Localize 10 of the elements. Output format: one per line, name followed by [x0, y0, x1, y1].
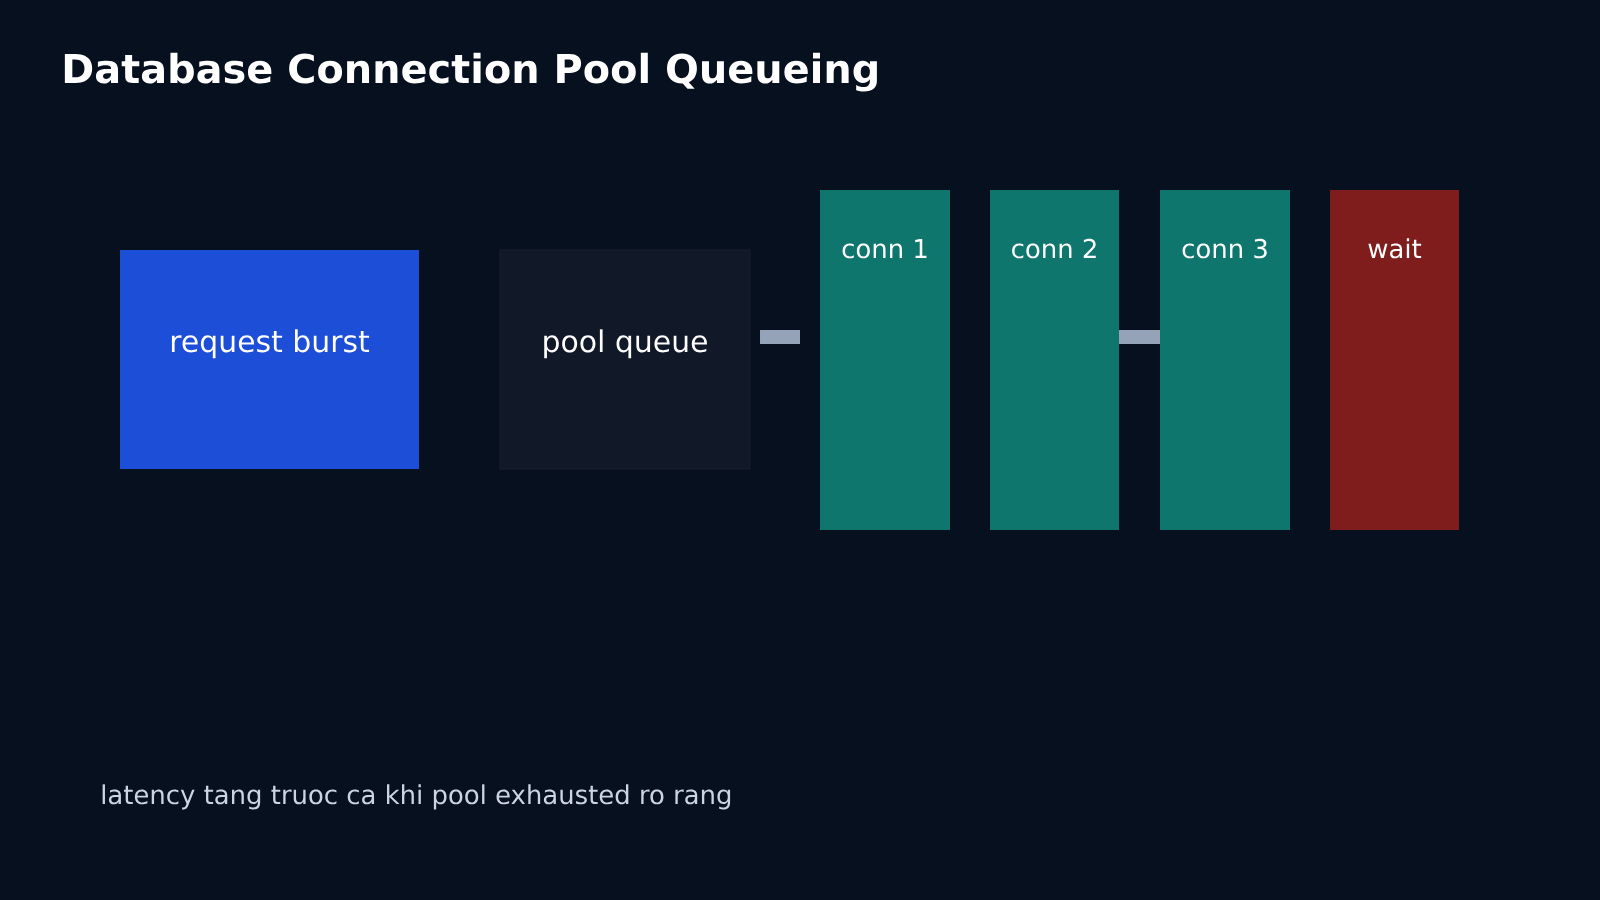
process-box: request burst	[120, 250, 419, 469]
title: Database Connection Pool Queueing	[64, 52, 877, 92]
process-box: pool queue	[499, 249, 751, 470]
column-box: wait	[1330, 190, 1459, 530]
connector-bar	[760, 330, 800, 344]
caption: latency tang truoc ca khi pool exhausted ro rang	[102, 784, 731, 810]
column-box: conn 1	[820, 190, 950, 530]
column-box: conn 3	[1160, 190, 1290, 530]
column-box: conn 2	[990, 190, 1119, 530]
connector-bar	[1119, 330, 1160, 344]
